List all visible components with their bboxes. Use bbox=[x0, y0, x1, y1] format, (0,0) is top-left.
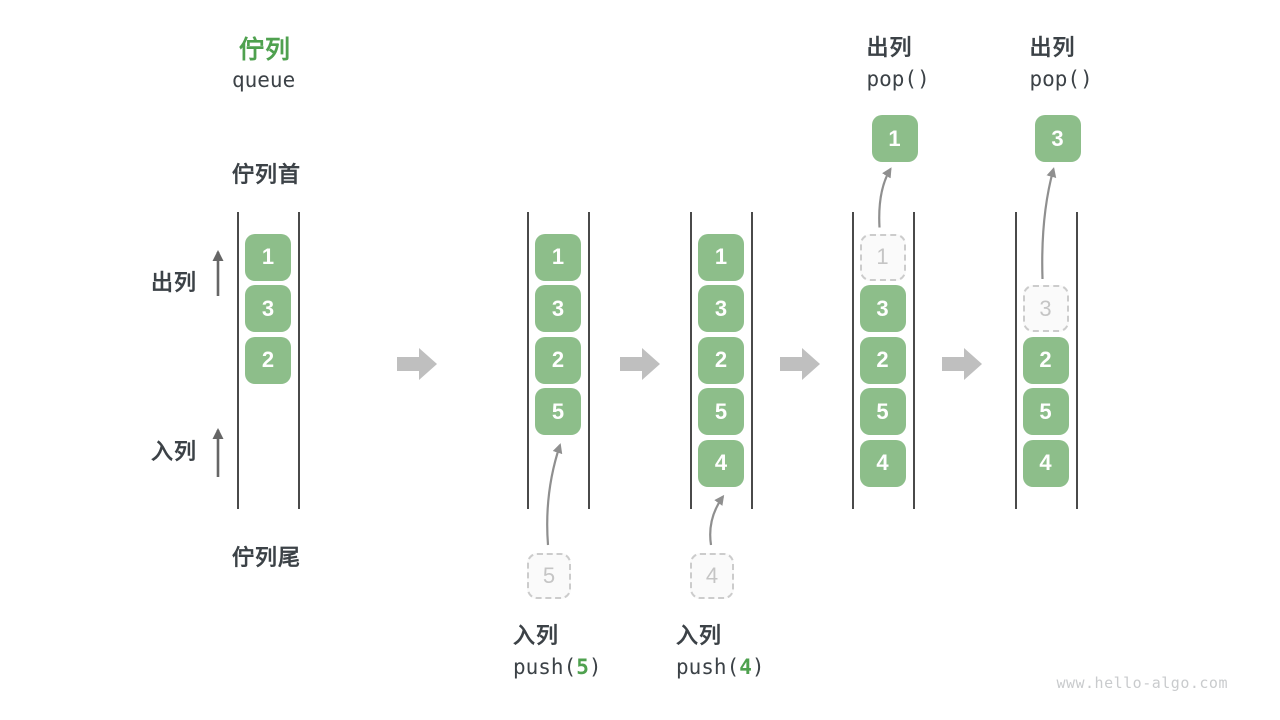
dequeue-arrow bbox=[1041, 167, 1057, 280]
enqueue-arrow bbox=[546, 443, 563, 546]
queue-cell: 3 bbox=[698, 285, 744, 332]
queue-wall-left bbox=[851, 212, 854, 509]
state-transition-arrow bbox=[620, 348, 660, 380]
queue-front-label: 佇列首 bbox=[232, 162, 302, 187]
queue-cell: 1 bbox=[698, 233, 744, 281]
queue-cell: 4 bbox=[698, 439, 744, 487]
popped-cell: 1 bbox=[871, 115, 918, 162]
queue-rear-label: 佇列尾 bbox=[232, 545, 302, 570]
queue-cell: 2 bbox=[535, 336, 581, 384]
enqueue-op-code: push(4) bbox=[676, 655, 765, 679]
queue-cell: 5 bbox=[698, 388, 744, 435]
queue-wall-right bbox=[1075, 212, 1078, 509]
queue-wall-left bbox=[237, 212, 239, 509]
enqueue-arrow bbox=[709, 494, 725, 546]
dequeue-op-code: pop() bbox=[1029, 67, 1093, 91]
queue-cell: 3 bbox=[535, 285, 581, 332]
enqueue-arg: 5 bbox=[576, 655, 589, 679]
diagram-subtitle: queue bbox=[232, 68, 296, 92]
enqueue-op-code: push(5) bbox=[513, 655, 602, 679]
enqueue-ghost-cell: 5 bbox=[527, 553, 571, 599]
queue-cell: 2 bbox=[1022, 336, 1069, 384]
queue-cell: 5 bbox=[859, 388, 906, 435]
queue-cell: 1 bbox=[535, 233, 581, 281]
dequeue-arrow bbox=[878, 167, 892, 228]
queue-cell-ghost: 3 bbox=[1022, 285, 1069, 332]
state-transition-arrow bbox=[780, 348, 820, 380]
enqueue-op-label: 入列 bbox=[676, 623, 723, 648]
dequeue-op-label: 出列 bbox=[1029, 35, 1076, 60]
queue-wall-left bbox=[690, 212, 692, 509]
dequeue-side-label: 出列 bbox=[151, 270, 198, 295]
queue-cell: 1 bbox=[245, 233, 291, 281]
queue-wall-left bbox=[1014, 212, 1017, 509]
queue-cell: 5 bbox=[535, 388, 581, 435]
queue-cell: 2 bbox=[859, 336, 906, 384]
queue-cell: 5 bbox=[1022, 388, 1069, 435]
queue-cell: 4 bbox=[859, 439, 906, 487]
queue-cell-ghost: 1 bbox=[859, 233, 906, 281]
queue-wall-left bbox=[527, 212, 529, 509]
queue-wall-right bbox=[751, 212, 753, 509]
queue-wall-right bbox=[912, 212, 915, 509]
queue-cell: 2 bbox=[245, 336, 291, 384]
enqueue-arg: 4 bbox=[739, 655, 752, 679]
queue-wall-right bbox=[588, 212, 590, 509]
queue-cell: 3 bbox=[859, 285, 906, 332]
diagram-title: 佇列 bbox=[239, 36, 292, 64]
queue-cell: 3 bbox=[245, 285, 291, 332]
watermark: www.hello-algo.com bbox=[1056, 674, 1228, 692]
popped-cell: 3 bbox=[1034, 115, 1081, 162]
queue-cell: 4 bbox=[1022, 439, 1069, 487]
enqueue-ghost-cell: 4 bbox=[690, 553, 734, 599]
state-transition-arrow bbox=[942, 348, 982, 380]
dequeue-op-label: 出列 bbox=[866, 35, 913, 60]
enqueue-op-label: 入列 bbox=[513, 623, 560, 648]
enqueue-side-label: 入列 bbox=[151, 439, 198, 464]
queue-wall-right bbox=[298, 212, 300, 509]
state-transition-arrow bbox=[397, 348, 437, 380]
dequeue-op-code: pop() bbox=[866, 67, 930, 91]
queue-cell: 2 bbox=[698, 336, 744, 384]
